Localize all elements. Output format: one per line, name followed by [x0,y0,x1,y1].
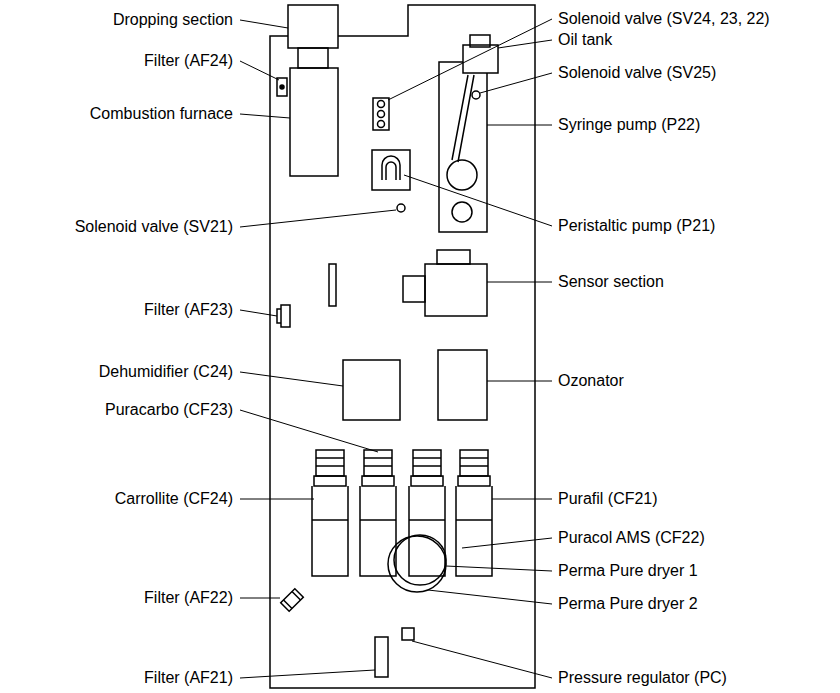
part-label: Filter (AF23) [144,300,233,320]
filter-bottle [458,476,490,486]
filter-bottle [362,476,394,486]
part-label: Carrollite (CF24) [115,489,233,509]
part-label: Puracarbo (CF23) [105,400,233,420]
filter-bottle [316,458,344,466]
filter-bottle [411,476,443,486]
part-label: Perma Pure dryer 2 [558,594,698,614]
part-label: Purafil (CF21) [558,489,658,509]
part-label: Puracol AMS (CF22) [558,528,705,548]
part-label: Filter (AF22) [144,588,233,608]
filter-bottle [413,450,441,476]
filter-bottle [364,458,392,466]
filter-bottle [360,519,396,521]
filter-bottle [460,458,488,466]
part-label: Pressure regulator (PC) [558,668,727,688]
part-label: Ozonator [558,371,624,391]
part-label: Solenoid valve (SV24, 23, 22) [558,9,770,29]
part-label: Solenoid valve (SV21) [75,217,233,237]
filter-bottle [312,519,348,521]
part-label: Sensor section [558,272,664,292]
filter-bottle [312,486,348,576]
filter-bottle [360,486,396,576]
part-label: Dehumidifier (C24) [99,362,233,382]
filter-bottle [364,450,392,476]
filter-bottle [409,519,445,521]
part-label: Solenoid valve (SV25) [558,63,716,83]
part-label: Combustion furnace [90,104,233,124]
part-label: Filter (AF24) [144,51,233,71]
part-label: Perma Pure dryer 1 [558,561,698,581]
filter-bottle [460,450,488,476]
filter-bottle [409,486,445,576]
part-label: Oil tank [558,30,612,50]
filter-bottle [413,458,441,466]
filter-bottle [456,486,492,576]
filter-bottle [316,450,344,476]
part-label: Peristaltic pump (P21) [558,216,715,236]
filter-bottle [314,476,346,486]
filter-bottle [456,519,492,521]
part-label: Dropping section [113,10,233,30]
part-label: Syringe pump (P22) [558,115,700,135]
part-label: Filter (AF21) [144,668,233,688]
